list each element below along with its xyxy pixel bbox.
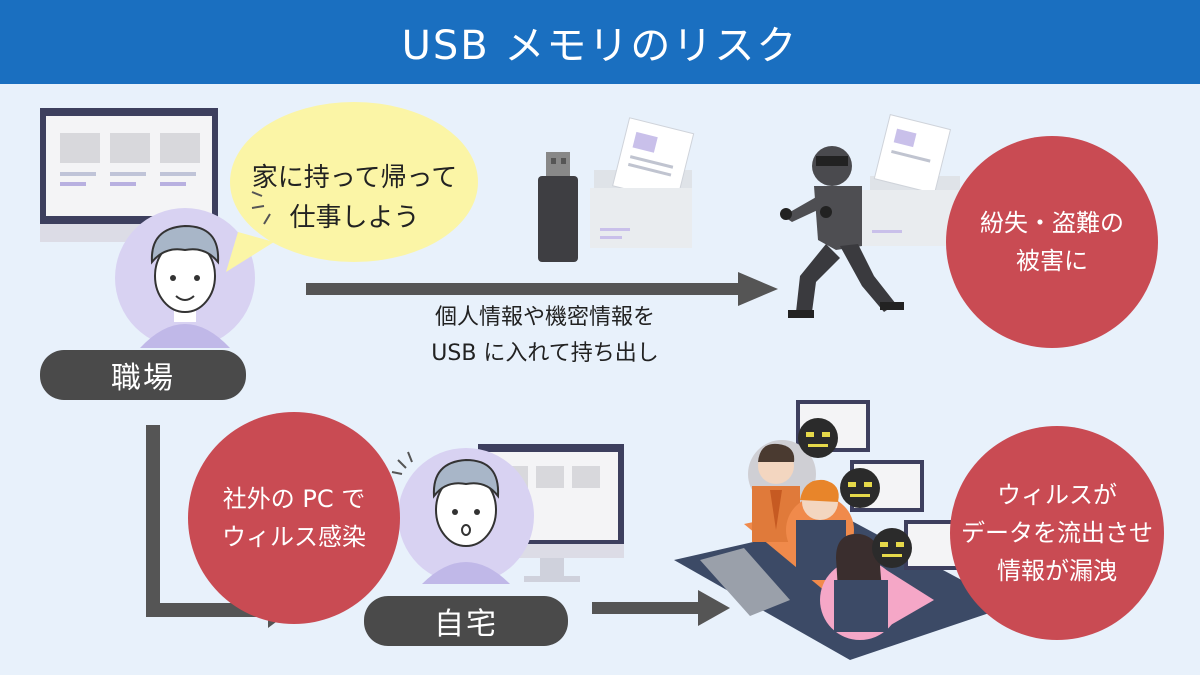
risk-leak-line: データを流出させ	[961, 519, 1153, 547]
virus-office-scene	[674, 400, 1010, 660]
risk-loss-circle: 紛失・盗難の 被害に	[946, 136, 1158, 348]
caption-line: 個人情報や機密情報を	[434, 305, 655, 330]
risk-virus-line: ウィルス感染	[222, 523, 366, 551]
caption-line: USB に入れて持ち出し	[431, 341, 659, 366]
speech-bubble-line: 家に持って帰って	[251, 163, 458, 193]
risk-leak-line: ウィルスが	[997, 481, 1117, 509]
home-avatar-icon	[391, 448, 534, 584]
risk-loss-line: 紛失・盗難の	[980, 209, 1124, 237]
risk-virus-circle: 社外の PC で ウィルス感染	[188, 412, 400, 624]
top-arrow-icon	[306, 272, 778, 306]
page-title: USB メモリのリスク	[0, 0, 1200, 84]
risk-leak-line: 情報が漏洩	[997, 557, 1117, 585]
risk-virus-line: 社外の PC で	[222, 485, 366, 513]
speech-bubble	[226, 102, 478, 272]
usb-stick-icon	[538, 152, 578, 262]
speech-bubble-line: 仕事しよう	[289, 203, 420, 233]
thief-icon	[780, 113, 962, 318]
speech-bubble-text: 家に持って帰って 仕事しよう	[232, 158, 477, 238]
workplace-label: 職場	[40, 350, 246, 400]
arrow-caption: 個人情報や機密情報を USB に入れて持ち出し	[380, 300, 710, 372]
worker-avatar-icon	[115, 208, 255, 348]
home-label: 自宅	[364, 596, 568, 646]
risk-loss-line: 被害に	[1016, 247, 1088, 275]
risk-leak-circle: ウィルスが データを流出させ 情報が漏洩	[950, 426, 1164, 640]
document-folder-icon	[590, 117, 695, 248]
bottom-arrow-icon	[592, 590, 730, 626]
